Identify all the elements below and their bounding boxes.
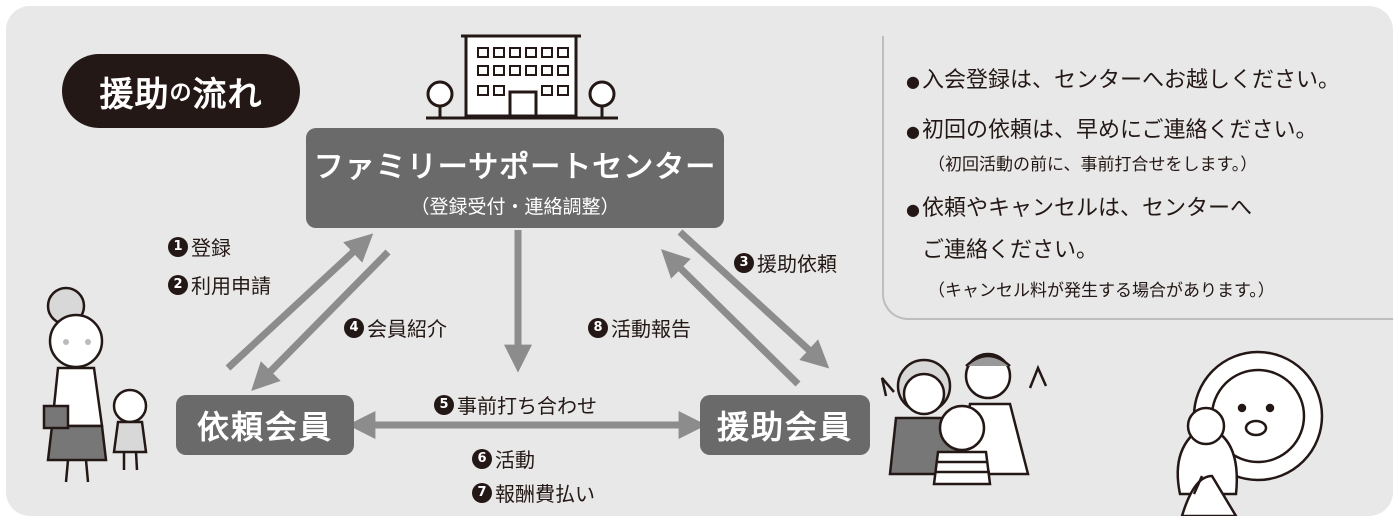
note-text: 入会登録は、センターへお越しください。 (921, 68, 1340, 93)
flow-diagram: 援助の流れ ファミリーサポートセンター （登録受付・連絡調整） 依頼会員 援助会… (6, 6, 1393, 516)
step-label: 利用申請 (191, 274, 271, 298)
lion-mascot-icon (1176, 350, 1324, 516)
title-part1: 援助 (99, 74, 170, 115)
note-2: ●初回の依頼は、早めにご連絡ください。 (906, 118, 1318, 143)
step-number: 2 (168, 274, 188, 295)
step-label: 事前打ち合わせ (457, 394, 597, 418)
note-text: 依頼やキャンセルは、センターへ (921, 196, 1252, 221)
building-icon (426, 34, 618, 120)
step-label: 活動 (495, 448, 535, 472)
arrow-request-help (677, 229, 830, 369)
senior-family-icon (880, 352, 1048, 486)
notes-panel: ●入会登録は、センターへお越しください。 ●初回の依頼は、早めにご連絡ください。… (882, 36, 1393, 320)
note-2-sub: （初回活動の前に、事前打合せをします。） (928, 155, 1258, 175)
title-part3: 流れ (192, 74, 263, 115)
title-part2: の (169, 81, 193, 106)
helper-member-box: 援助会員 (700, 395, 870, 455)
diagram-graphics (42, 34, 1324, 516)
support-center-box: ファミリーサポートセンター （登録受付・連絡調整） (306, 128, 724, 228)
step-number: 3 (734, 252, 754, 273)
center-name: ファミリーサポートセンター (313, 150, 717, 185)
step-label: 会員紹介 (367, 317, 447, 341)
note-text: 初回の依頼は、早めにご連絡ください。 (921, 118, 1318, 143)
note-3: ●依頼やキャンセルは、センターへ (906, 196, 1252, 221)
step-number: 6 (472, 448, 492, 469)
step-number: 8 (588, 317, 608, 338)
step-number: 5 (434, 394, 454, 415)
note-3-line2: ご連絡ください。 (922, 238, 1099, 263)
step-number: 4 (344, 317, 364, 338)
center-subtitle: （登録受付・連絡調整） (410, 196, 620, 218)
note-1: ●入会登録は、センターへお越しください。 (906, 68, 1340, 93)
step-label: 活動報告 (611, 317, 691, 341)
step-number: 7 (472, 482, 492, 503)
step-label: 報酬費払い (495, 482, 595, 506)
note-3-sub: （キャンセル料が発生する場合があります。） (928, 281, 1275, 301)
step-label: 援助依頼 (757, 252, 837, 276)
arrow-introduce (251, 249, 391, 391)
step-number: 1 (168, 236, 188, 257)
mother-child-icon (42, 286, 148, 483)
step-label: 登録 (191, 236, 231, 260)
arrow-report (661, 249, 801, 387)
requester-member-box: 依頼会員 (176, 395, 354, 455)
title-badge: 援助の流れ (62, 54, 300, 128)
arrow-register (225, 233, 374, 371)
